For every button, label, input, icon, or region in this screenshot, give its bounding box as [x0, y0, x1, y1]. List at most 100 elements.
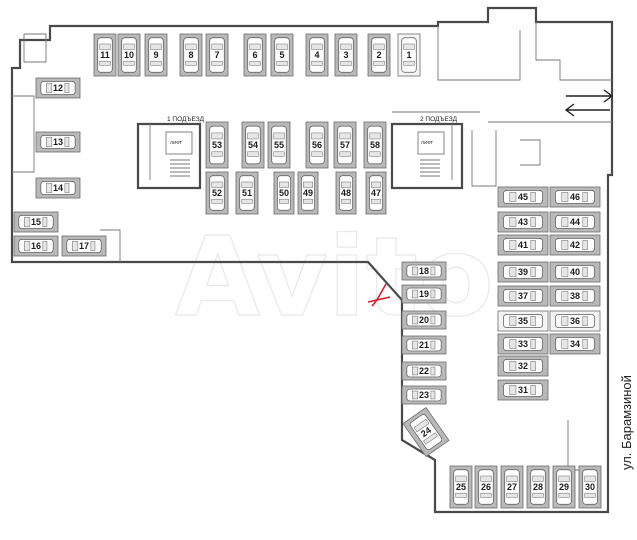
parking-spot-21: 21 — [401, 335, 447, 355]
car-windshield — [311, 43, 323, 50]
spot-number: 15 — [31, 217, 41, 227]
spot-number: 56 — [312, 140, 322, 150]
car-windshield — [561, 192, 569, 202]
car-windshield — [509, 217, 517, 227]
car-rear-window — [455, 492, 467, 498]
spot-number: 41 — [518, 240, 528, 250]
spot-number: 12 — [53, 83, 63, 93]
spot-number: 7 — [214, 50, 219, 60]
car-rear-window — [582, 217, 588, 227]
car-windshield — [373, 43, 385, 50]
car-windshield — [211, 132, 223, 140]
spot-number: 40 — [570, 267, 580, 277]
car-windshield — [24, 217, 31, 227]
car-rear-window — [430, 390, 436, 400]
car-rear-window — [279, 198, 289, 204]
spot-number: 45 — [518, 192, 528, 202]
car-rear-window — [249, 60, 261, 66]
parking-spot-40: 40 — [549, 261, 601, 283]
car-windshield — [311, 132, 323, 140]
parking-spot-23: 23 — [401, 385, 447, 405]
spot-number: 29 — [559, 482, 569, 492]
spot-number: 57 — [340, 140, 350, 150]
car-windshield — [341, 181, 351, 188]
car-windshield — [509, 361, 517, 371]
car-rear-window — [42, 241, 48, 251]
car-rear-window — [64, 183, 70, 193]
car-rear-window — [403, 60, 415, 66]
spot-number: 55 — [274, 140, 284, 150]
car-windshield — [211, 43, 223, 50]
car-windshield — [412, 266, 419, 276]
spot-number: 51 — [242, 188, 252, 198]
spot-number: 42 — [570, 240, 580, 250]
spot-number: 50 — [279, 188, 289, 198]
spot-number: 24 — [419, 425, 433, 439]
car-windshield — [303, 181, 313, 188]
parking-spot-41: 41 — [497, 234, 549, 256]
parking-spot-4: 4 — [305, 33, 329, 77]
parking-spot-38: 38 — [549, 285, 601, 307]
car-rear-window — [506, 492, 518, 498]
car-rear-window — [185, 60, 197, 66]
parking-spot-26: 26 — [474, 465, 498, 509]
parking-spot-43: 43 — [497, 211, 549, 233]
car-rear-window — [530, 316, 536, 326]
spot-number: 47 — [371, 188, 381, 198]
parking-spot-2: 2 — [367, 33, 391, 77]
car-rear-window — [99, 60, 111, 66]
parking-spot-54: 54 — [241, 121, 265, 169]
spot-number: 21 — [419, 340, 429, 350]
parking-spot-49: 49 — [297, 171, 319, 215]
spot-number: 30 — [585, 482, 595, 492]
car-rear-window — [430, 289, 436, 299]
car-windshield — [412, 390, 419, 400]
car-windshield — [509, 291, 517, 301]
car-windshield — [561, 217, 569, 227]
parking-spot-51: 51 — [235, 171, 259, 215]
car-rear-window — [42, 217, 48, 227]
car-rear-window — [582, 316, 588, 326]
car-windshield — [185, 43, 197, 50]
spot-number: 46 — [570, 192, 580, 202]
lift-1-label: ЛИФТ — [170, 140, 182, 145]
parking-spot-16: 16 — [13, 235, 59, 257]
spot-number: 8 — [188, 50, 193, 60]
car-windshield — [339, 132, 351, 140]
car-rear-window — [211, 198, 223, 204]
car-windshield — [46, 183, 53, 193]
car-rear-window — [532, 492, 544, 498]
car-rear-window — [530, 385, 536, 395]
car-windshield — [584, 475, 596, 482]
car-windshield — [150, 43, 162, 50]
spot-number: 33 — [518, 339, 528, 349]
car-rear-window — [241, 198, 253, 204]
car-windshield — [123, 43, 135, 50]
car-windshield — [371, 181, 381, 188]
entrance-1-block — [136, 122, 202, 190]
car-rear-window — [123, 60, 135, 66]
car-rear-window — [530, 361, 536, 371]
car-windshield — [455, 475, 467, 482]
spot-number: 13 — [53, 137, 63, 147]
parking-spot-13: 13 — [35, 131, 81, 153]
car-windshield — [509, 240, 517, 250]
parking-spot-47: 47 — [365, 171, 387, 215]
spot-number: 2 — [376, 50, 381, 60]
street-label: ул. Барамзиной — [619, 375, 634, 470]
car-windshield — [403, 43, 415, 50]
car-icon — [409, 414, 443, 450]
spot-number: 3 — [343, 50, 348, 60]
red-mark — [367, 283, 391, 307]
parking-spot-48: 48 — [335, 171, 357, 215]
spot-number: 9 — [153, 50, 158, 60]
car-windshield — [412, 289, 419, 299]
car-windshield — [412, 366, 419, 376]
car-windshield — [561, 240, 569, 250]
car-rear-window — [150, 60, 162, 66]
spot-number: 37 — [518, 291, 528, 301]
car-windshield — [279, 181, 289, 188]
spot-number: 6 — [252, 50, 257, 60]
